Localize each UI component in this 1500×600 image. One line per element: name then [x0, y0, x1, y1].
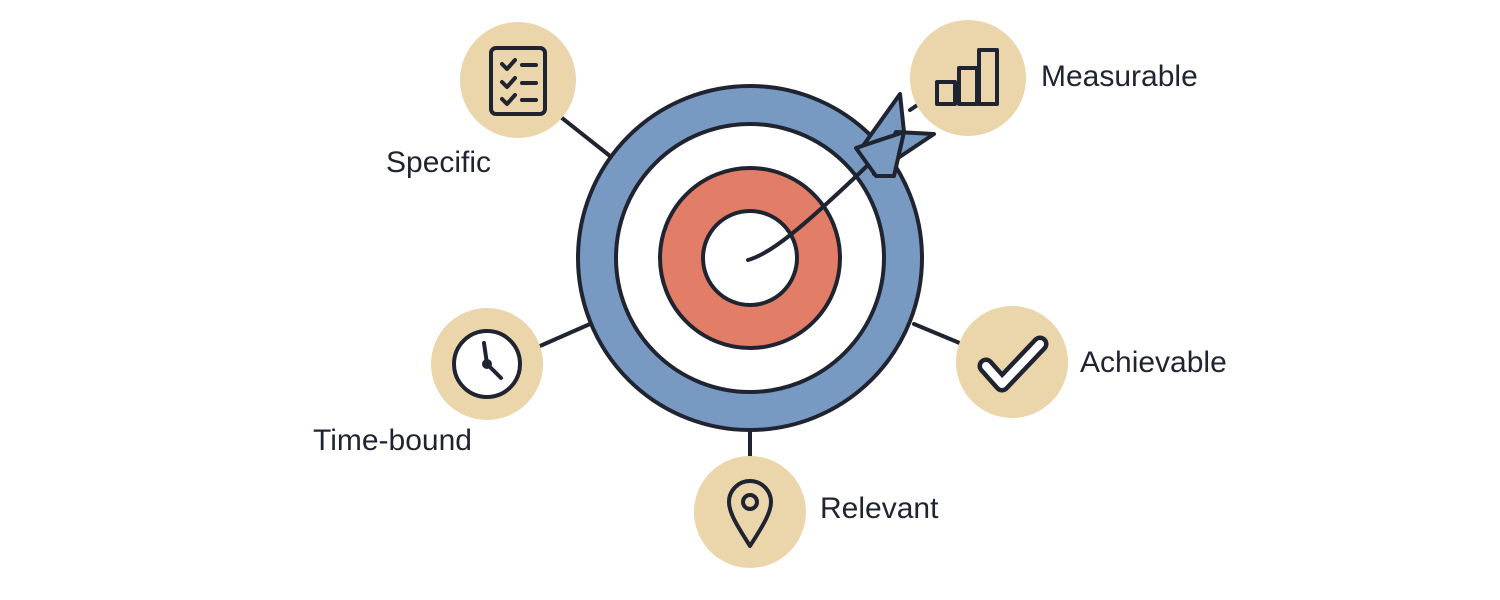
specific-label: Specific	[386, 146, 491, 179]
arrow-shaft	[746, 163, 870, 262]
measurable-label: Measurable	[1041, 60, 1198, 93]
checkmark-icon	[977, 335, 1049, 393]
connector-specific	[560, 116, 612, 158]
location-pin-icon	[727, 479, 773, 548]
goal-measurable: Measurable	[910, 20, 1198, 136]
measurable-badge	[910, 20, 1026, 136]
checklist-icon	[489, 46, 547, 116]
arrow-icon	[746, 92, 936, 262]
bar-chart-icon	[935, 48, 999, 106]
goal-relevant: Relevant	[694, 456, 939, 568]
goal-specific: Specific	[386, 22, 576, 179]
relevant-badge	[694, 456, 806, 568]
achievable-label: Achievable	[1080, 346, 1227, 379]
clock-icon	[452, 329, 522, 399]
connector-time-bound	[538, 322, 592, 348]
goal-achievable: Achievable	[956, 306, 1227, 418]
arrow-fletching-core	[854, 130, 906, 178]
connector-achievable	[912, 322, 964, 346]
relevant-label: Relevant	[820, 492, 939, 525]
time-bound-label: Time-bound	[313, 424, 472, 457]
goal-time-bound: Time-bound	[313, 308, 543, 457]
specific-badge	[460, 22, 576, 138]
